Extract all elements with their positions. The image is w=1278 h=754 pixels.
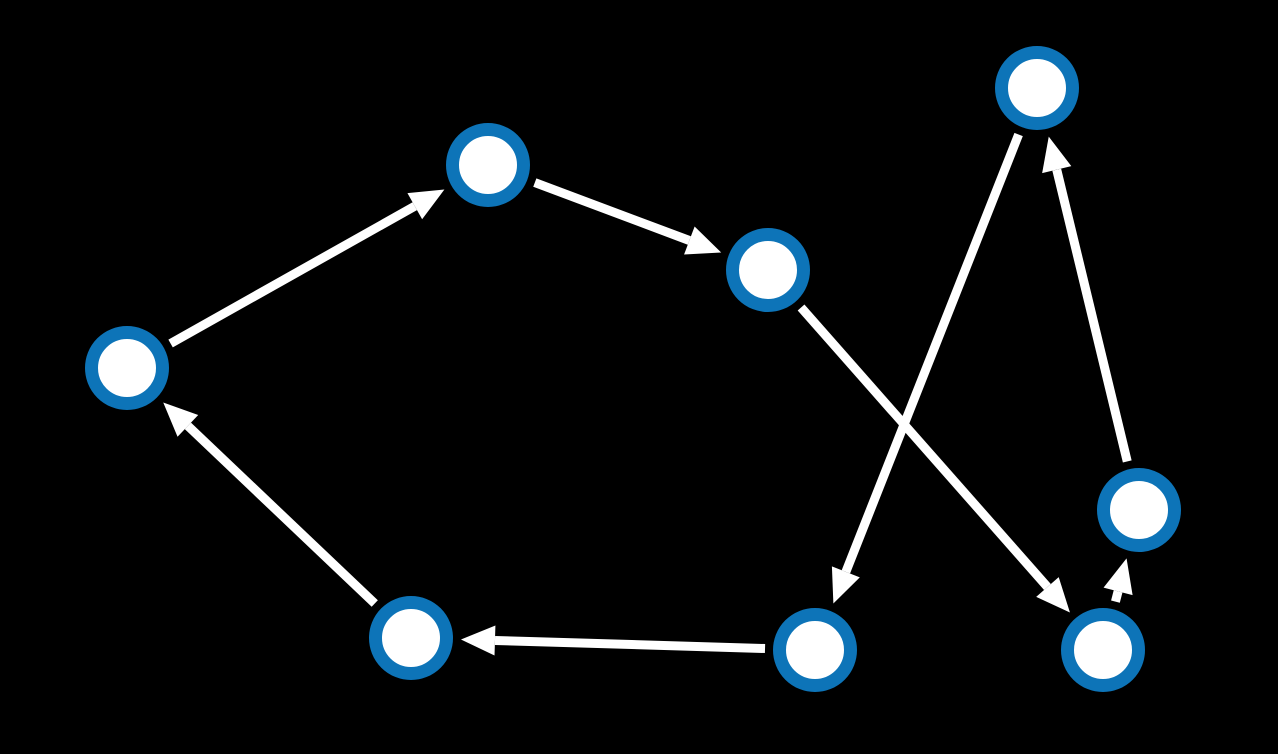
graph-node[interactable] bbox=[1097, 468, 1181, 552]
graph-node[interactable] bbox=[1061, 608, 1145, 692]
node-circle-icon[interactable] bbox=[1061, 608, 1145, 692]
graph-node[interactable] bbox=[446, 123, 530, 207]
edge-shaft bbox=[494, 635, 766, 654]
node-circle-icon[interactable] bbox=[369, 596, 453, 680]
graph-node[interactable] bbox=[369, 596, 453, 680]
graph-edge bbox=[460, 625, 766, 656]
edge-arrowhead-icon bbox=[407, 189, 445, 220]
graph-node[interactable] bbox=[726, 228, 810, 312]
edge-arrowhead-icon bbox=[1103, 558, 1133, 596]
node-circle-icon[interactable] bbox=[446, 123, 530, 207]
edge-arrowhead-icon bbox=[831, 566, 860, 604]
edge-shaft bbox=[797, 304, 1051, 590]
node-circle-icon[interactable] bbox=[1097, 468, 1181, 552]
edge-arrowhead-icon bbox=[460, 625, 496, 656]
graph-edge bbox=[533, 178, 722, 255]
graph-edge bbox=[797, 304, 1070, 613]
edge-shaft bbox=[1111, 590, 1123, 603]
node-circle-icon[interactable] bbox=[85, 326, 169, 410]
graph-edge bbox=[1042, 136, 1132, 463]
node-circle-icon[interactable] bbox=[773, 608, 857, 692]
edge-arrowhead-icon bbox=[163, 402, 199, 437]
graph-node[interactable] bbox=[773, 608, 857, 692]
graph-node[interactable] bbox=[85, 326, 169, 410]
edge-arrowhead-icon bbox=[1036, 577, 1070, 613]
edge-arrowhead-icon bbox=[1042, 136, 1072, 174]
graph-edge bbox=[831, 132, 1023, 604]
graph-node[interactable] bbox=[995, 46, 1079, 130]
edge-arrowhead-icon bbox=[684, 226, 722, 255]
edge-shaft bbox=[841, 132, 1023, 574]
edge-shaft bbox=[533, 178, 691, 245]
graph-edge bbox=[168, 189, 445, 348]
graph-edge bbox=[1103, 558, 1133, 603]
edge-shaft bbox=[184, 422, 378, 607]
edges-layer bbox=[163, 132, 1133, 656]
edge-shaft bbox=[1052, 168, 1132, 463]
nodes-layer bbox=[85, 46, 1181, 692]
node-circle-icon[interactable] bbox=[995, 46, 1079, 130]
graph-edge bbox=[163, 402, 378, 607]
node-circle-icon[interactable] bbox=[726, 228, 810, 312]
edge-shaft bbox=[168, 202, 417, 348]
